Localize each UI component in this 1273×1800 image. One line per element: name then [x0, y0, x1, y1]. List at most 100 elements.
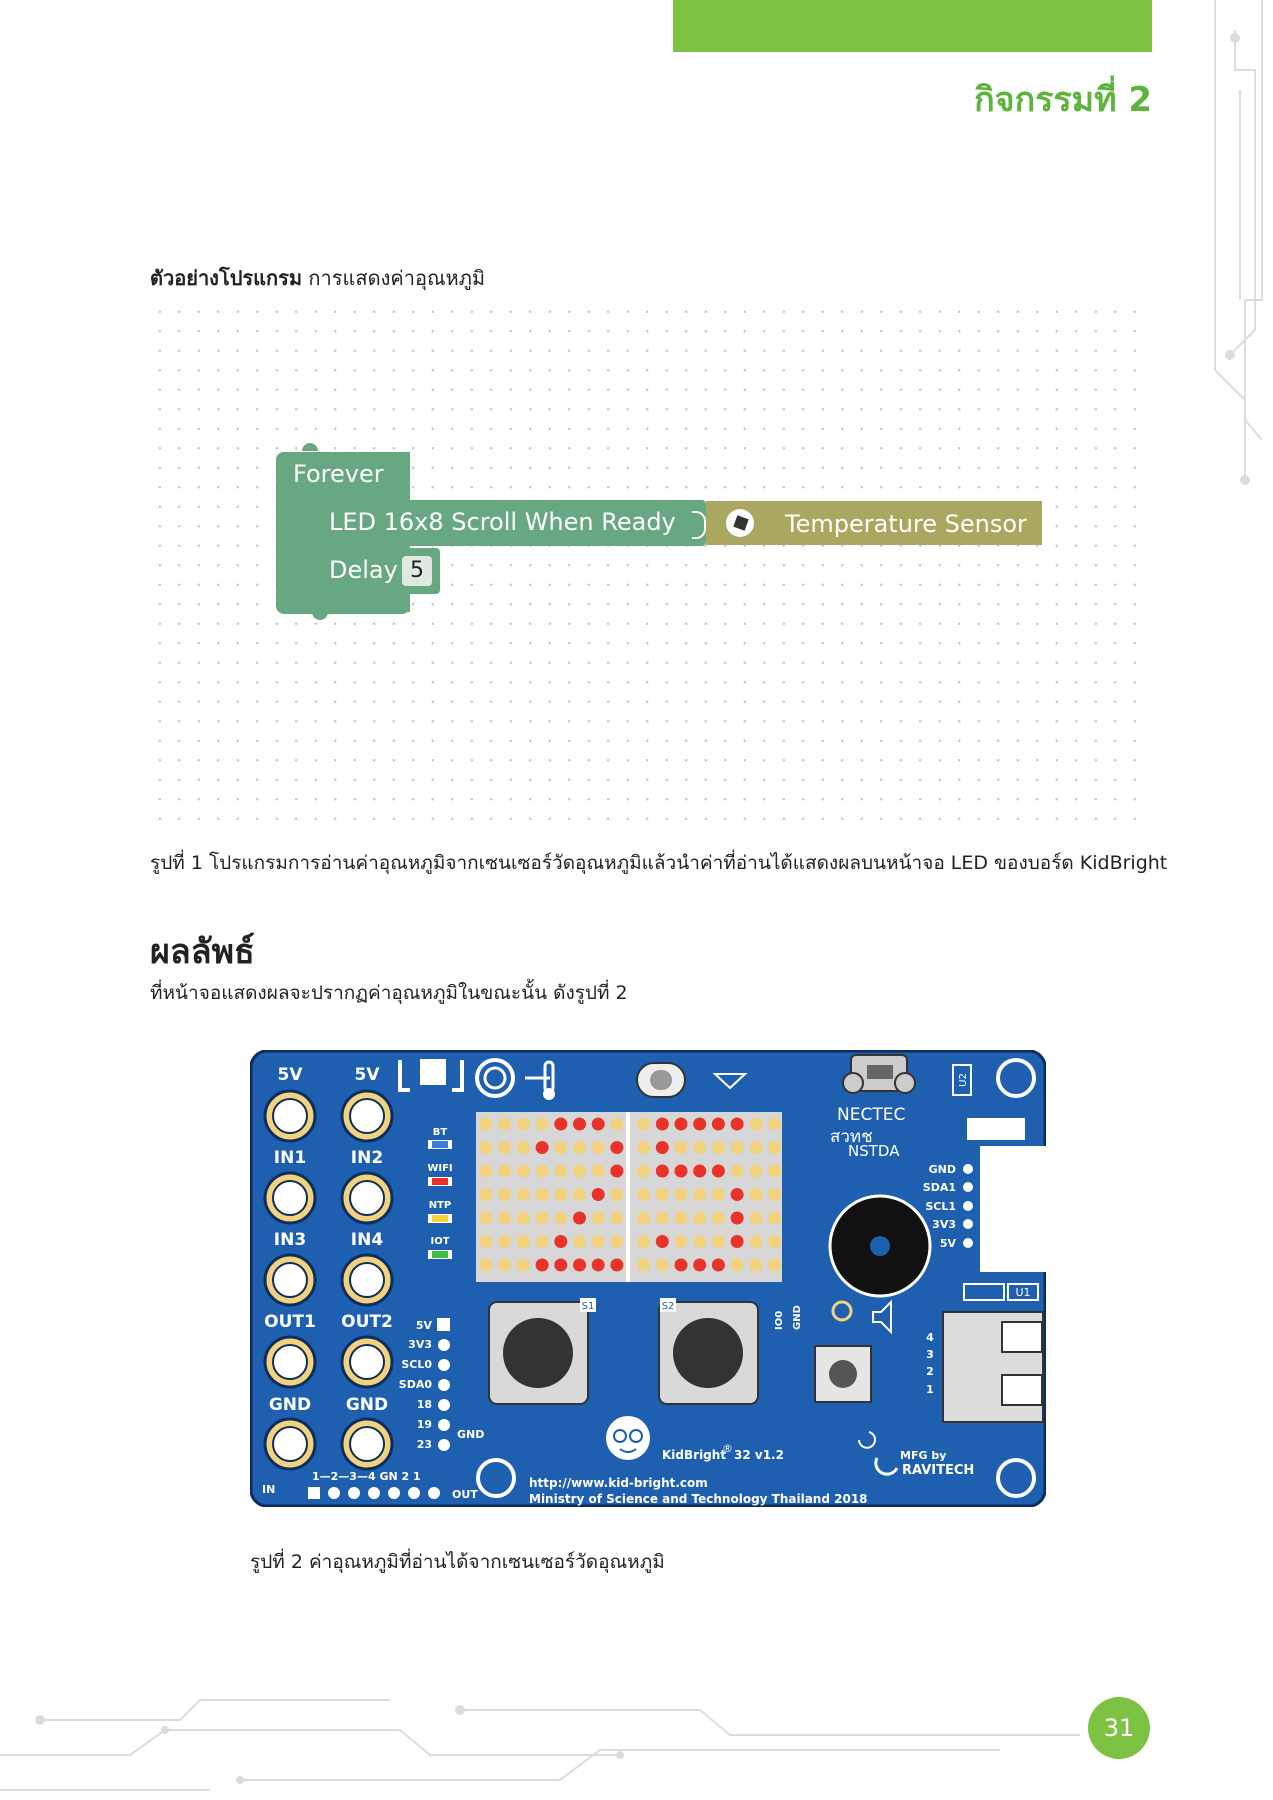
matrix-led: [693, 1188, 707, 1201]
gnd-label: GND: [792, 1305, 803, 1330]
forever-bottom-notch: [312, 612, 328, 620]
matrix-led: [730, 1188, 744, 1201]
delay-value-field[interactable]: 5: [402, 556, 432, 586]
led-label-iot: IOT: [430, 1236, 449, 1247]
matrix-led: [637, 1117, 651, 1131]
bottom-out-label: OUT: [452, 1488, 478, 1501]
example-label: ตัวอย่างโปรแกรม การแสดงค่าอุณหภูมิ: [150, 262, 485, 294]
registered-mark: ®: [722, 1442, 733, 1455]
page-number: 31: [1088, 1697, 1150, 1759]
header-pin-label: 23: [417, 1438, 432, 1451]
forever-notch: [302, 443, 318, 451]
header-accent-bar: [673, 0, 1152, 52]
pin-hole: [349, 1262, 385, 1298]
matrix-led: [535, 1188, 549, 1201]
product-version: 32 v1.2: [734, 1448, 784, 1462]
forever-label: Forever: [293, 460, 384, 488]
matrix-led: [749, 1235, 763, 1248]
ravitech-logo: [874, 1457, 899, 1476]
led-scroll-label: LED 16x8 Scroll When Ready: [329, 508, 676, 536]
matrix-led: [573, 1164, 586, 1178]
pin-label: GND: [346, 1395, 388, 1415]
matrix-led: [516, 1164, 530, 1178]
matrix-led: [711, 1258, 725, 1272]
matrix-led: [674, 1141, 688, 1154]
matrix-led: [573, 1141, 586, 1154]
matrix-led: [591, 1141, 605, 1154]
matrix-led: [479, 1188, 493, 1201]
product-name: KidBright: [662, 1448, 726, 1462]
matrix-led: [591, 1235, 605, 1248]
matrix-led: [610, 1258, 624, 1272]
pin-hole: [272, 1262, 308, 1298]
nstda-logo: NSTDA: [848, 1142, 900, 1160]
s2-label: S2: [662, 1301, 675, 1312]
pin-hole: [349, 1098, 385, 1134]
matrix-led: [535, 1117, 549, 1131]
matrix-led: [674, 1117, 688, 1131]
matrix-led: [637, 1141, 651, 1154]
matrix-led: [768, 1117, 781, 1131]
matrix-led: [693, 1164, 707, 1178]
led-scroll-block[interactable]: [312, 500, 706, 546]
example-label-rest: การแสดงค่าอุณหภูมิ: [302, 266, 486, 290]
matrix-led: [573, 1258, 586, 1272]
bottom-num-label: 1—2—3—4 GN 2 1: [312, 1470, 421, 1483]
i2c-pin-label: SCL1: [925, 1200, 956, 1213]
matrix-led: [711, 1188, 725, 1201]
matrix-led: [674, 1164, 688, 1178]
i2c-pin-label: 3V3: [932, 1218, 956, 1231]
figure2-caption: รูปที่ 2 ค่าอุณหภูมิที่อ่านได้จากเซนเซอร…: [250, 1551, 665, 1573]
matrix-led: [498, 1211, 512, 1225]
u1-label: U1: [1015, 1286, 1030, 1299]
matrix-led: [655, 1258, 669, 1272]
matrix-led: [516, 1141, 530, 1154]
figure1-caption: รูปที่ 1 โปรแกรมการอ่านค่าอุณหภูมิจากเซน…: [150, 852, 1168, 874]
matrix-led: [711, 1117, 725, 1131]
matrix-led: [674, 1235, 688, 1248]
pin-hole: [272, 1344, 308, 1380]
matrix-led: [535, 1211, 549, 1225]
matrix-led: [693, 1117, 707, 1131]
matrix-led: [637, 1188, 651, 1201]
matrix-led: [535, 1164, 549, 1178]
result-text: ที่หน้าจอแสดงผลจะปรากฏค่าอุณหภูมิในขณะนั…: [150, 982, 628, 1004]
maker-text: RAVITECH: [902, 1463, 974, 1478]
matrix-led: [730, 1211, 744, 1225]
matrix-led: [655, 1188, 669, 1201]
matrix-led: [516, 1258, 530, 1272]
matrix-led: [554, 1164, 568, 1178]
matrix-led: [768, 1258, 781, 1272]
mount-hole: [476, 1458, 516, 1498]
matrix-led: [711, 1141, 725, 1154]
i2c-pin-label: 5V: [940, 1237, 957, 1250]
matrix-led: [591, 1117, 605, 1131]
board-url: http://www.kid-bright.com: [529, 1476, 708, 1490]
temperature-sensor-block[interactable]: [706, 501, 1042, 545]
rj-pin-label: 4: [926, 1331, 934, 1344]
matrix-led: [768, 1211, 781, 1225]
matrix-led: [711, 1211, 725, 1225]
led-matrix: [479, 1117, 781, 1272]
matrix-led: [554, 1211, 568, 1225]
matrix-led: [535, 1141, 549, 1154]
pin-label: OUT2: [341, 1312, 393, 1332]
matrix-led: [516, 1211, 530, 1225]
matrix-led: [637, 1164, 651, 1178]
matrix-led: [554, 1141, 568, 1154]
matrix-led: [610, 1117, 624, 1131]
forever-block-top: [276, 452, 410, 498]
matrix-led: [655, 1211, 669, 1225]
matrix-led: [655, 1141, 669, 1154]
matrix-led: [591, 1211, 605, 1225]
matrix-led: [498, 1188, 512, 1201]
pin-hole: [349, 1180, 385, 1216]
pin-hole: [272, 1180, 308, 1216]
mascot-logo: [606, 1416, 650, 1460]
matrix-led: [498, 1117, 512, 1131]
chip-icon: [420, 1059, 446, 1085]
matrix-led: [693, 1141, 707, 1154]
matrix-led: [749, 1211, 763, 1225]
pin-holes: [263, 1089, 394, 1471]
matrix-led: [610, 1211, 624, 1225]
